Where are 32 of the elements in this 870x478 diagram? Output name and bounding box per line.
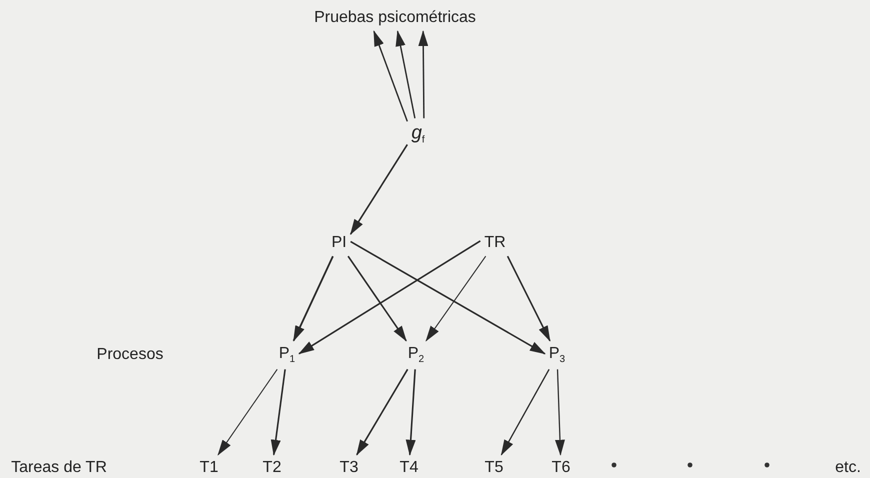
- level-label: etc.: [835, 459, 861, 477]
- arrow: [506, 256, 551, 342]
- node-label: T5: [482, 458, 506, 478]
- node-label: TR: [482, 232, 508, 254]
- arrow: [396, 30, 416, 118]
- node-label: T2: [260, 458, 284, 478]
- arrow: [350, 240, 546, 354]
- node-label: g$_{f}$: [409, 121, 427, 147]
- arrow: [426, 256, 486, 342]
- arrow: [298, 240, 481, 354]
- level-label: Tareas de TR: [11, 459, 107, 477]
- node-label: P$_{3}$: [546, 344, 568, 366]
- node-label: T3: [338, 458, 360, 478]
- node-label: Pruebas psicométricas: [312, 8, 478, 28]
- arrow: [292, 256, 334, 342]
- node-label: T4: [398, 458, 420, 478]
- node-label: P$_{1}$: [276, 344, 298, 366]
- arrow: [500, 368, 550, 456]
- level-label: Procesos: [96, 346, 164, 364]
- node-label: PI: [329, 232, 349, 254]
- node-label: T6: [550, 458, 572, 478]
- arrow: [218, 368, 278, 456]
- arrow: [356, 368, 408, 456]
- arrow: [350, 144, 408, 236]
- node-label: P$_{2}$: [406, 344, 426, 366]
- arrow: [270, 369, 286, 456]
- arrow: [347, 256, 407, 342]
- arrow: [418, 30, 428, 118]
- arrow: [554, 369, 565, 456]
- node-label: T1: [198, 458, 220, 478]
- arrow: [406, 369, 416, 456]
- arrow: [373, 30, 408, 122]
